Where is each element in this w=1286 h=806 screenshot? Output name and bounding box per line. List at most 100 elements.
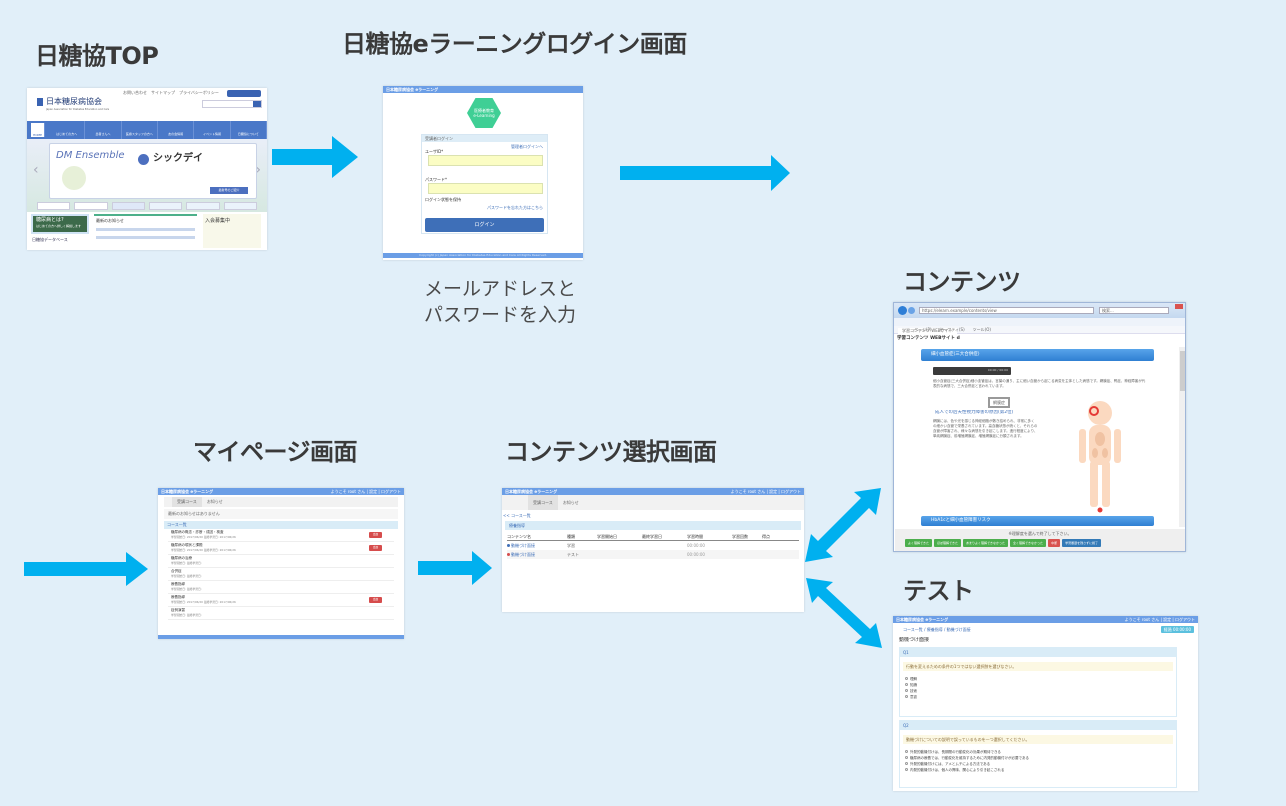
video-player[interactable]: 00:00 / 00:00 [933,367,1011,375]
content-name[interactable]: 動機づけ面接 [511,543,535,548]
top-link[interactable]: プライバシーポリシー [179,90,219,95]
radio-button[interactable] [905,768,908,771]
answer-option[interactable]: 知識 [905,682,1171,688]
promo-banner[interactable] [111,202,145,210]
settings-link[interactable]: 設定 [1163,617,1172,622]
course-name[interactable]: 糖尿病の治療 [171,556,192,560]
understanding-button[interactable]: あまりよく理解できなかった [963,539,1009,547]
tab-courses[interactable]: 受講コース [172,497,202,507]
nav-item[interactable]: 日糖協について [231,121,267,139]
course-name[interactable]: 症例演習 [171,608,185,612]
tab-courses[interactable]: 受講コース [528,495,558,510]
forward-icon[interactable] [908,307,915,314]
social-bar[interactable] [227,90,261,97]
side-banner[interactable]: 糖尿病とは? はじめての方へ詳しく解説します [31,214,89,234]
news-item[interactable] [96,228,195,231]
forgot-password-link[interactable]: パスワードを忘れた方はこちら [487,205,543,210]
course-name[interactable]: 療養指導 [171,595,185,599]
breadcrumb[interactable]: コース一覧 / 療養指導 / 動機づけ面接 [903,627,971,632]
nav-item[interactable]: 医療スタッフの方へ [122,121,158,139]
browser-search[interactable]: 検索... [1099,307,1169,314]
radio-button[interactable] [905,695,908,698]
course-row[interactable]: 糖尿病の概念・診断・成因・検査学習開始日: 2017/06/20 最終学習日: … [168,529,394,542]
settings-link[interactable]: 設定 [769,489,778,494]
course-name[interactable]: 糖尿病の現状と課題 [171,543,203,547]
menu-item[interactable]: ページ(P) [914,327,932,332]
radio-button[interactable] [905,683,908,686]
radio-button[interactable] [905,677,908,680]
user-id-input[interactable] [428,155,543,166]
course-name[interactable]: 糖尿病の概念・診断・成因・検査 [171,530,224,534]
promo-banner[interactable] [223,202,257,210]
nav-item[interactable]: はじめての方へ [49,121,86,139]
answer-option[interactable]: 外発的動機付けは、長期間の行動変化の効果が期待できる [905,749,1171,755]
login-button[interactable]: ログイン [425,218,544,232]
nav-item[interactable]: HOME [31,123,45,137]
course-row[interactable]: 糖尿病の現状と課題学習開始日: 2017/06/20 最終学習日: 2017/0… [168,542,394,555]
content-link[interactable]: 動機づけ面接 [507,543,567,548]
carousel-prev-icon[interactable]: ‹ [33,162,39,178]
nav-item[interactable]: イベント情報 [194,121,231,139]
logout-link[interactable]: ログアウト [381,489,401,494]
course-row[interactable]: 糖尿病の治療学習開始日: 最終学習日: [168,555,394,568]
promo-banner[interactable] [37,202,71,210]
answer-option[interactable]: 技術 [905,688,1171,694]
scrollbar-thumb[interactable] [1180,351,1185,391]
nav-item[interactable]: 友の会情報 [158,121,195,139]
banner-button[interactable]: 最新号のご紹介 [210,187,248,194]
answer-option[interactable]: 内発的動機付けは、個人の興味、関心により引き起こされる [905,767,1171,773]
answer-option[interactable]: 意欲 [905,694,1171,700]
logout-link[interactable]: ログアウト [781,489,801,494]
course-row[interactable]: 療養指導学習開始日: 最終学習日: [168,581,394,594]
db-link[interactable]: 日糖協データベース [32,237,68,242]
remember-checkbox[interactable]: ログイン状態を保持 [425,197,461,202]
menu-item[interactable]: セーフティ(S) [939,327,965,332]
tab-notices[interactable]: お知らせ [206,499,223,504]
content-link[interactable]: 動機づけ面接 [507,552,567,557]
answer-option[interactable]: 理解 [905,676,1171,682]
search-input[interactable] [202,100,262,108]
top-link[interactable]: サイトマップ [151,90,175,95]
course-row[interactable]: 合併症学習開始日: 最終学習日: [168,568,394,581]
content-name[interactable]: 動機づけ面接 [511,552,535,557]
top-link[interactable]: お問い合わせ [123,90,147,95]
admin-login-link[interactable]: 管理者ログインへ [511,144,543,149]
understanding-button[interactable]: 学習履歴を残さずに終了 [1062,539,1102,547]
feature-banner[interactable]: DM Ensemble シックデイ 最新号のご紹介 [49,143,257,199]
radio-button[interactable] [905,762,908,765]
browser-tab[interactable]: 学習コンテンツ WEBサイト [898,328,957,334]
radio-button[interactable] [905,756,908,759]
tab-notices[interactable]: お知らせ [562,500,579,505]
radio-button[interactable] [905,750,908,753]
password-input[interactable] [428,183,543,194]
course-row[interactable]: 症例演習学習開始日: 最終学習日: [168,607,394,620]
understanding-button[interactable]: 全く理解できなかった [1010,539,1047,547]
settings-link[interactable]: 設定 [369,489,378,494]
search-icon[interactable] [253,101,261,107]
recruit-panel[interactable]: 入会募集中 [203,214,261,248]
back-icon[interactable] [898,306,907,315]
understanding-button[interactable]: ほぼ理解できた [934,539,962,547]
promo-banner[interactable] [74,202,108,210]
carousel-next-icon[interactable]: › [255,162,261,178]
promo-banner[interactable] [186,202,220,210]
address-bar[interactable]: https://elearn.example/contents/view [919,307,1094,314]
close-window-icon[interactable] [1175,304,1183,309]
course-name[interactable]: 合併症 [171,569,182,573]
back-to-courses-link[interactable]: << コース一覧 [503,513,531,518]
promo-banner[interactable] [148,202,183,210]
understanding-button[interactable]: よく理解できた [905,539,933,547]
nav-item[interactable]: 患者さんへ [85,121,122,139]
news-item[interactable] [96,236,195,239]
scrollbar[interactable] [1179,347,1185,527]
logout-link[interactable]: ログアウト [1175,617,1195,622]
radio-button[interactable] [905,689,908,692]
menu-item[interactable]: ツール(O) [972,327,991,332]
answer-option[interactable]: 糖尿病の療養では、行動変化を維持するために内発的動機付けが必要である [905,755,1171,761]
understanding-button[interactable]: 中断 [1048,539,1061,547]
answer-option[interactable]: 外発的動機付けには、アメとムチによる方法である [905,761,1171,767]
course-name[interactable]: 療養指導 [171,582,185,586]
